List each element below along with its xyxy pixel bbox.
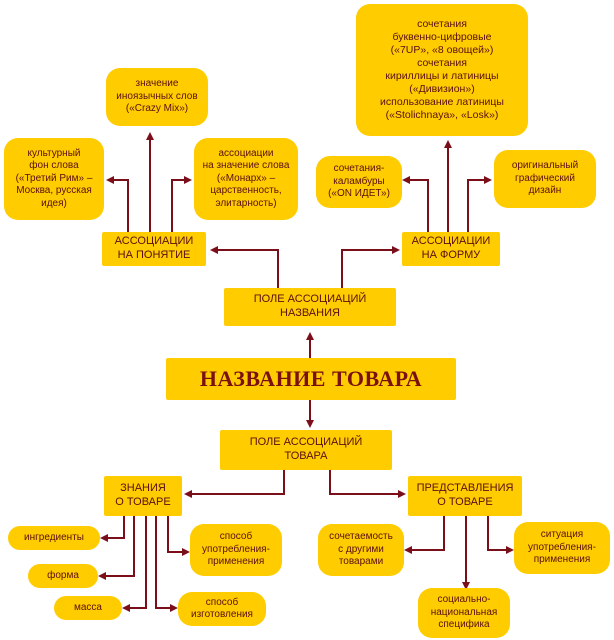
alphanumeric-combinations: сочетания буквенно-цифровые («7UP», «8 о…: [356, 4, 528, 136]
assoc-concept: АССОЦИАЦИИ НА ПОНЯТИЕ: [102, 232, 206, 266]
shape: форма: [28, 564, 98, 588]
usage-method: способ употребления- применения: [190, 524, 282, 576]
socio-national-specifics: социально- национальная специфика: [418, 588, 510, 638]
usage-situation: ситуация употребления- применения: [514, 522, 610, 574]
graphic-design: оригинальный графический дизайн: [494, 150, 596, 208]
foreign-words-meaning: значение иноязычных слов («Crazy Mix»): [106, 68, 208, 126]
central-product-name: НАЗВАНИЕ ТОВАРА: [166, 358, 456, 400]
assoc-form: АССОЦИАЦИИ НА ФОРМУ: [402, 232, 500, 266]
ideas-about-product: ПРЕДСТАВЛЕНИЯ О ТОВАРЕ: [408, 476, 522, 516]
field-product-associations: ПОЛЕ АССОЦИАЦИЙ ТОВАРА: [220, 430, 392, 470]
manufacturing-method: способ изготовления: [178, 592, 266, 626]
pun-combinations: сочетания- каламбуры («ON ИДЕТ»): [316, 156, 402, 208]
knowledge-about-product: ЗНАНИЯ О ТОВАРЕ: [104, 476, 182, 516]
compatibility-with-products: сочетаемость с другими товарами: [318, 524, 404, 576]
ingredients: ингредиенты: [8, 526, 100, 550]
mass: масса: [54, 596, 122, 620]
word-meaning-associations: ассоциации на значение слова («Монарх» –…: [194, 138, 298, 220]
cultural-background: культурный фон слова («Третий Рим» – Мос…: [4, 138, 104, 220]
field-name-associations: ПОЛЕ АССОЦИАЦИЙ НАЗВАНИЯ: [224, 288, 396, 326]
